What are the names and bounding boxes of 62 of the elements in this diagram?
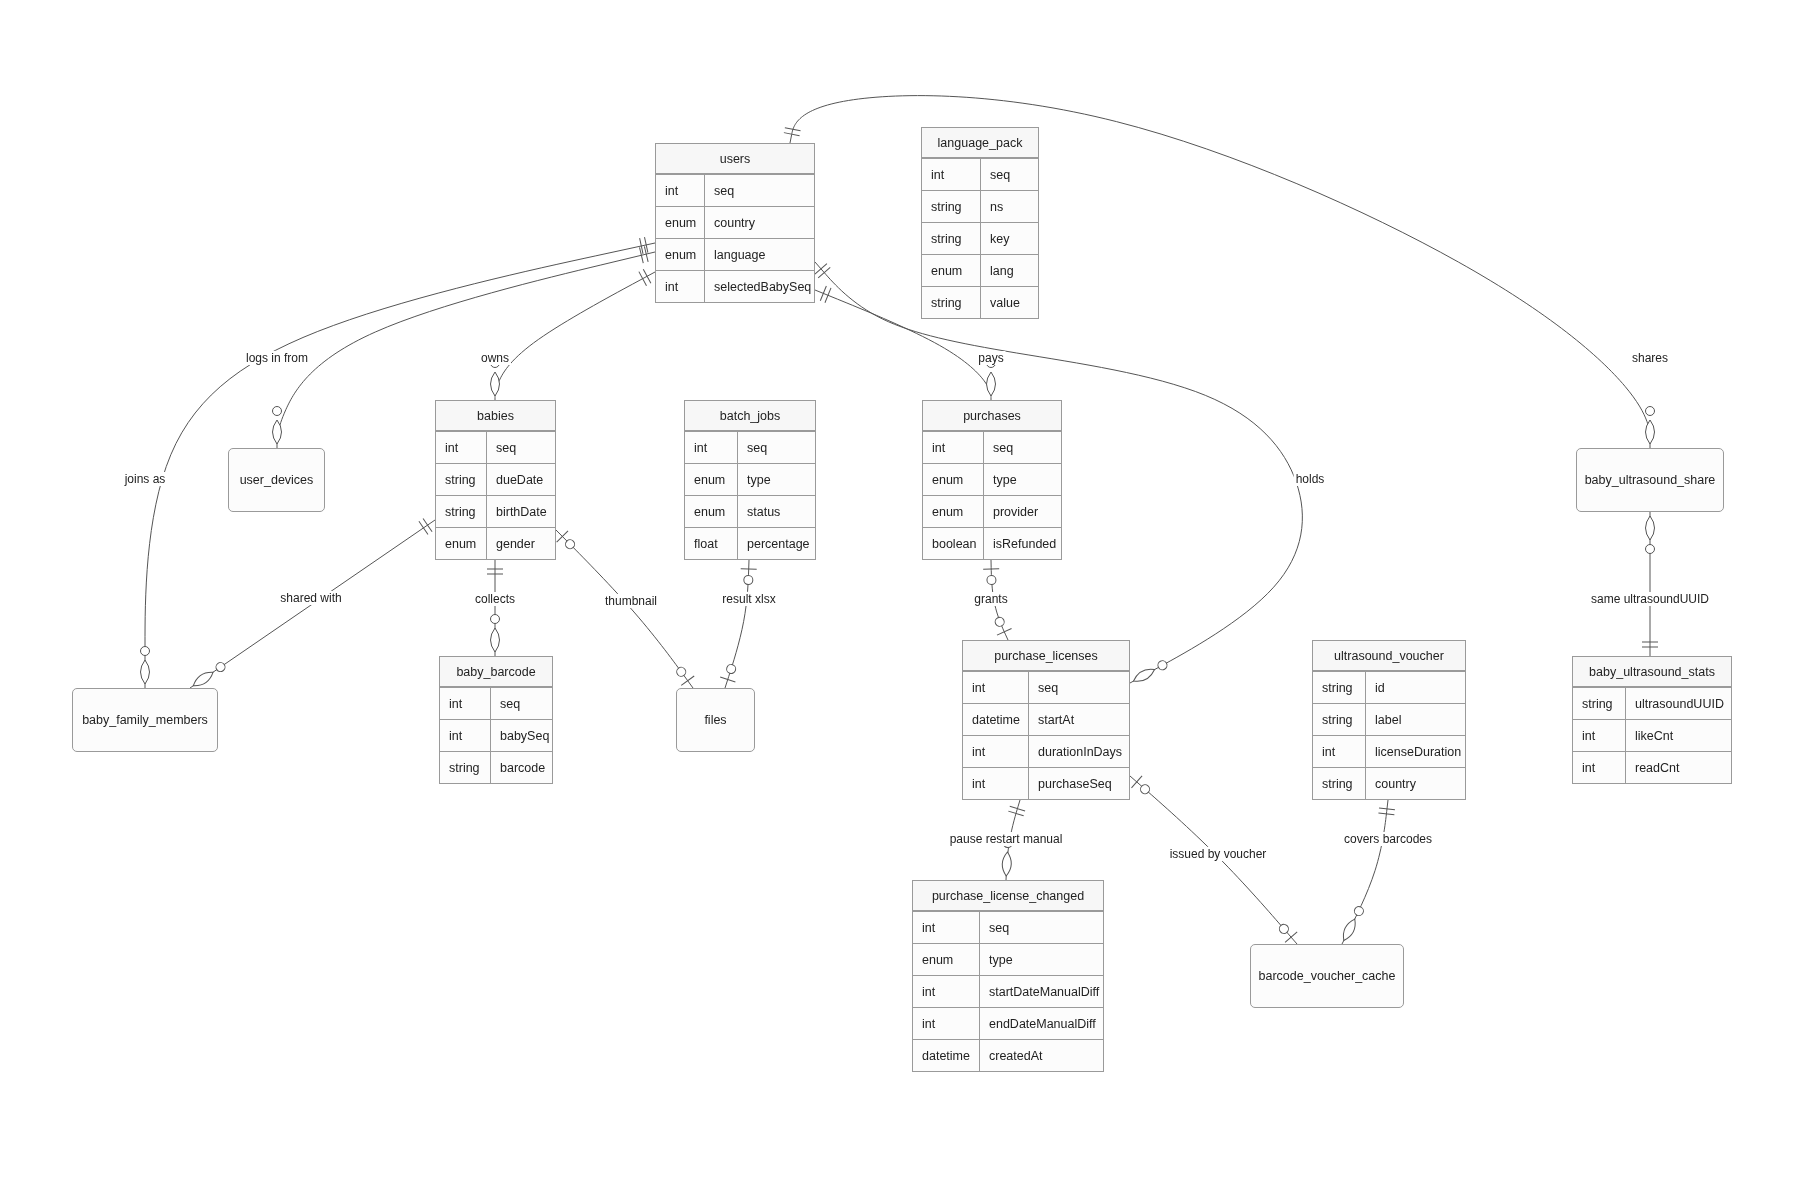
edge-label: shared with <box>278 591 344 605</box>
entity-table <box>962 640 1130 800</box>
entity-box <box>1576 448 1724 512</box>
table-header: ultrasound_voucher <box>1313 641 1465 672</box>
entity-box <box>72 688 218 752</box>
relationship-line <box>1001 799 1026 881</box>
edge-label: shares <box>1630 351 1670 365</box>
edge-label: pays <box>976 351 1006 365</box>
entity-name: barcode_voucher_cache <box>1258 969 1396 983</box>
table-header: babies <box>436 401 555 432</box>
entity-name: baby_family_members <box>82 713 208 727</box>
table-header: users <box>656 144 814 175</box>
relationship-line <box>555 529 695 689</box>
edge-label: logs in from <box>244 351 310 365</box>
table-header: baby_barcode <box>440 657 552 688</box>
entity-table <box>1312 640 1466 800</box>
table-header: purchases <box>923 401 1061 432</box>
entity-table <box>912 880 1104 1072</box>
entity-table <box>921 127 1039 319</box>
relationship-line <box>814 261 1303 684</box>
table-header: baby_ultrasound_stats <box>1573 657 1731 688</box>
edge-label: grants <box>972 592 1010 606</box>
entity-name: files <box>704 713 727 727</box>
attribute-name-cell: babySeq <box>490 720 552 751</box>
entity-name: user_devices <box>239 473 314 487</box>
entity-table <box>435 400 556 560</box>
edge-label: result xlsx <box>720 592 778 606</box>
entity-name: baby_ultrasound_share <box>1584 473 1716 487</box>
entity-box <box>1250 944 1404 1008</box>
edge-label: covers barcodes <box>1342 832 1434 846</box>
entity-table <box>922 400 1062 560</box>
table-header: purchase_licenses <box>963 641 1129 672</box>
relationship-line <box>189 518 436 689</box>
table-header: language_pack <box>922 128 1038 159</box>
relationship-line <box>1642 511 1658 657</box>
relationship-line <box>1341 799 1395 945</box>
entity-box <box>228 448 325 512</box>
attribute-name-cell: selectedBabySeq <box>704 271 814 302</box>
relationship-line <box>140 237 656 689</box>
entity-table <box>439 656 553 784</box>
relationship-line <box>487 559 503 657</box>
entity-table <box>655 143 815 303</box>
edge-label: holds <box>1293 472 1327 486</box>
table-header: purchase_license_changed <box>913 881 1103 912</box>
edge-label: pause restart manual <box>947 832 1065 846</box>
relationship-line <box>1129 775 1298 945</box>
edge-label: same ultrasoundUUID <box>1588 592 1712 606</box>
edge-label: thumbnail <box>603 594 659 608</box>
relationship-line <box>783 95 1655 449</box>
edge-label: joins as <box>122 472 168 486</box>
relationship-line <box>982 559 1013 641</box>
edge-label: issued by voucher <box>1167 847 1269 861</box>
relationship-line <box>490 269 656 401</box>
relationship-line <box>719 559 758 689</box>
attribute-name-cell: startDateManualDiff <box>979 976 1103 1007</box>
entity-box <box>676 688 755 752</box>
relationship-line <box>272 246 656 449</box>
table-header: batch_jobs <box>685 401 815 432</box>
relationship-line <box>814 285 996 401</box>
entity-table <box>684 400 816 560</box>
edge-label: collects <box>473 592 517 606</box>
entity-table <box>1572 656 1732 784</box>
